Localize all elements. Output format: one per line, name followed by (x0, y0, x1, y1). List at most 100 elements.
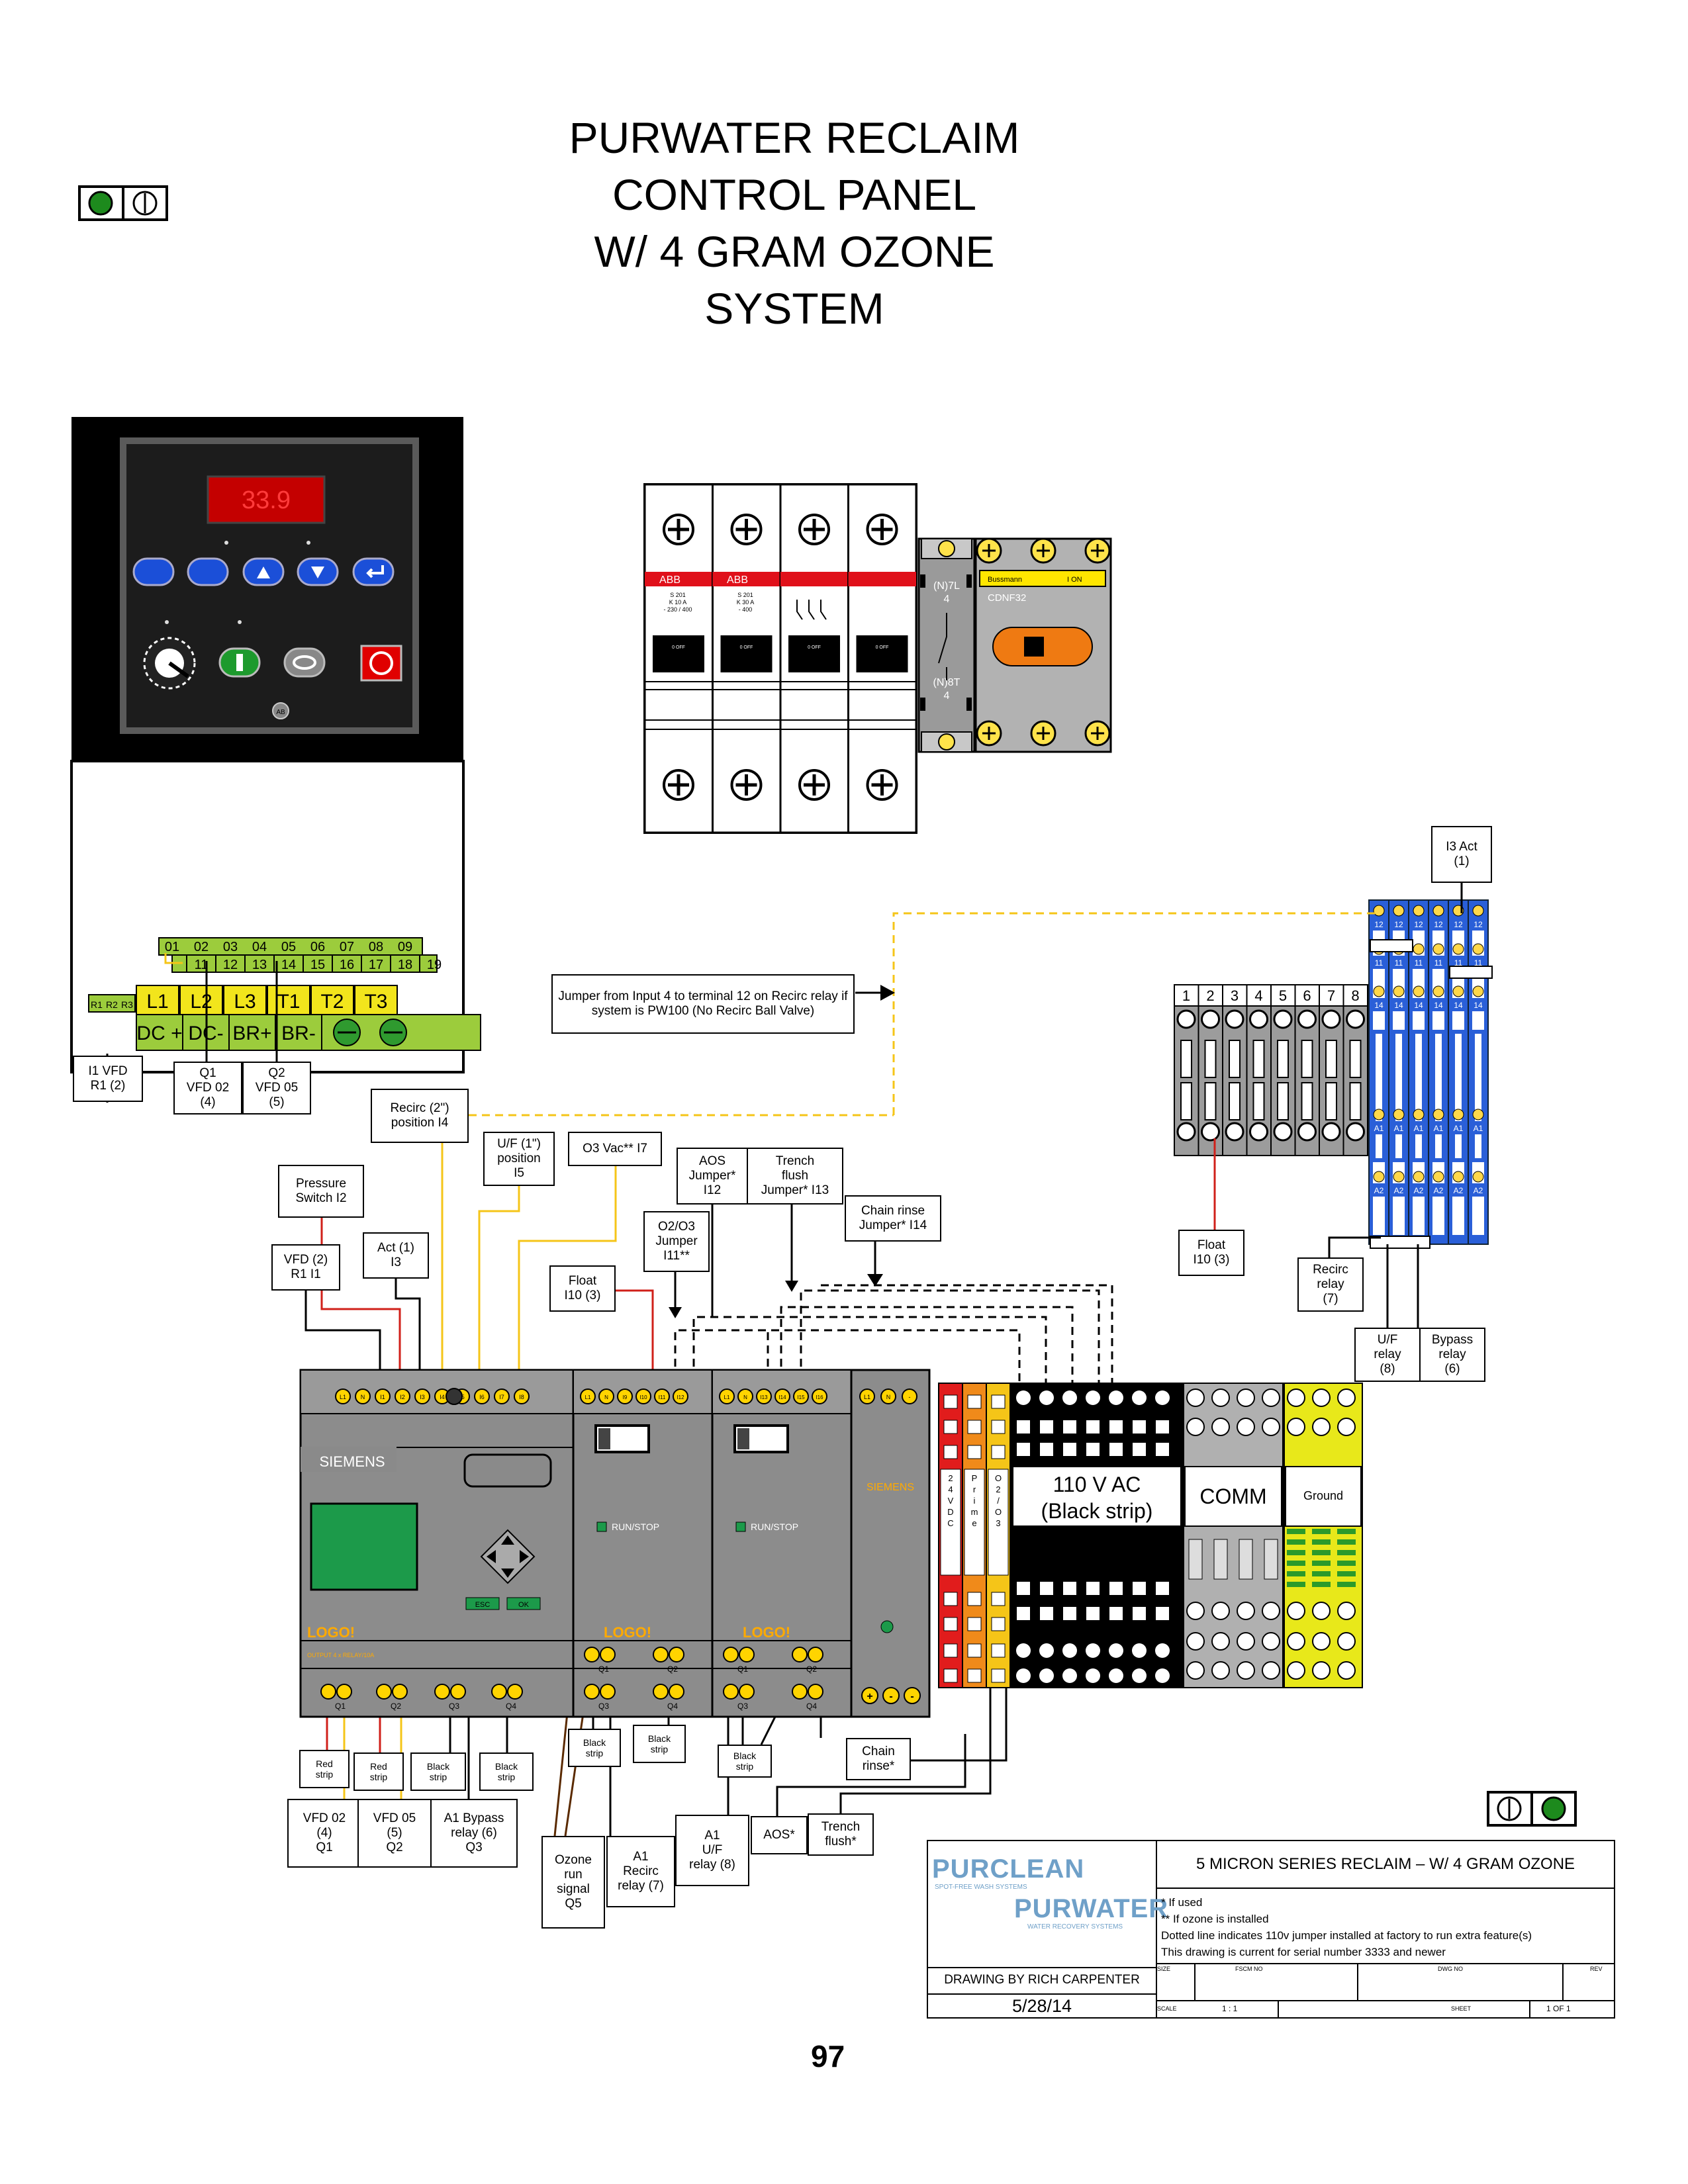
relay-tag-bg (1370, 917, 1387, 931)
plc-exp1-run-stop: RUN/STOP (612, 1522, 659, 1532)
vfd-terminal-04: 04 (252, 940, 267, 954)
screw-terminal-icon (1201, 1122, 1220, 1142)
plc-exp2-input-L1 (719, 1388, 735, 1404)
vfd-terminal-11: 11 (195, 958, 209, 972)
plc-exp1-out-label-Q3: Q3 (598, 1702, 609, 1711)
plc-exp2-module (711, 1369, 853, 1718)
plc-output-terminal (434, 1684, 450, 1700)
relay-screw-icon (1413, 985, 1425, 997)
wire-uf-i5 (478, 1186, 520, 1393)
arrow-down-icon (867, 1274, 883, 1287)
contactor-switch-icon (938, 613, 947, 680)
vfd-key-2[interactable] (187, 557, 229, 586)
aos-i12-label: AOS Jumper* I12 (677, 1148, 748, 1205)
fuse-on-label: I ON (1067, 576, 1082, 584)
relay-tag-bg (1470, 917, 1487, 931)
plc-brand: SIEMENS (319, 1453, 385, 1470)
breaker-rating-2: S 201 (737, 592, 753, 598)
narrow-terminal-char: 2 (948, 1473, 953, 1483)
vfd-terminal-13: 13 (252, 958, 267, 972)
ozone-q5-label: Ozone run signal Q5 (541, 1836, 605, 1929)
narrow-terminal-char: O (995, 1507, 1002, 1517)
plc-exp2-input-I15 (793, 1388, 809, 1404)
plc-input-I8 (514, 1388, 530, 1404)
relay-tag-11: 11 (1395, 958, 1403, 968)
vfd-terminal-row-1 (158, 937, 423, 956)
relay-tag-bg (1430, 956, 1447, 969)
vfd-relay-R3: R3 (121, 999, 133, 1010)
plc-input-label-I4: I4 (440, 1394, 445, 1400)
plc-output-terminal (320, 1684, 336, 1700)
plc-exp2-input-label-I14: I14 (778, 1394, 786, 1400)
relay-screw-icon (1373, 905, 1385, 917)
plc-input-label-I3: I3 (420, 1394, 425, 1400)
relay-tag-11: 11 (1415, 958, 1423, 968)
relay-screw-icon (1432, 905, 1444, 917)
plc-exp2-input-I14 (774, 1388, 790, 1404)
vfd-key-1[interactable] (132, 557, 175, 586)
vfd-dc-label-2: BR+ (232, 1023, 271, 1044)
relay-tag-A2: A2 (1454, 1186, 1464, 1195)
plc-output-terminal (507, 1684, 523, 1700)
plc-exp1-run-led (596, 1522, 607, 1532)
breaker-off-label: 0 OFF (672, 645, 685, 650)
vfd-terminal-06: 06 (310, 940, 325, 954)
up-arrow-icon (257, 567, 270, 578)
drawing-title: PURWATER RECLAIM CONTROL PANEL W/ 4 GRAM… (463, 109, 1125, 337)
switch-symbol-icon (796, 600, 827, 620)
vfd-terminal-18: 18 (398, 958, 412, 972)
vfd-reverse-button[interactable] (283, 647, 326, 678)
stop-icon (369, 651, 393, 675)
psu-output-label-1: - (889, 1691, 892, 1702)
psu-input-label-2: - (909, 1394, 911, 1400)
vfd-relay-terminals (88, 994, 136, 1013)
relay-screw-icon (1373, 985, 1385, 997)
relay-tag-bg (1370, 1183, 1387, 1197)
plc-input-I2 (395, 1388, 410, 1404)
black-strip-label-box (1012, 1466, 1182, 1527)
plc-output-note: OUTPUT 4 x RELAY/10A (307, 1652, 374, 1659)
narrow-terminal-char: m (971, 1507, 978, 1517)
screw-icon (938, 540, 955, 557)
relay-screw-icon (1432, 985, 1444, 997)
relay-tag-bg (1390, 1183, 1407, 1197)
vfd-speed-pot[interactable] (143, 637, 196, 690)
drawing-notes: * If used ** If ozone is installed Dotte… (1161, 1894, 1532, 1960)
note-if-used: * If used (1161, 1896, 1203, 1909)
plc-input-I6 (474, 1388, 490, 1404)
fuse-label-band (979, 570, 1106, 587)
breaker-rating-1: K 10 A (669, 599, 687, 606)
psu-output-label-0: + (867, 1691, 872, 1702)
psu-input-0 (859, 1388, 875, 1404)
plc-input-I3 (414, 1388, 430, 1404)
plc-input-label-I8: I8 (519, 1394, 524, 1400)
relay-tag-bg (1390, 917, 1407, 931)
fuse-brand: Bussmann (988, 576, 1022, 584)
plc-exp2-out-label-Q3: Q3 (737, 1702, 748, 1711)
plc-exp1-out-terminal (653, 1684, 669, 1700)
down-arrow-icon (311, 567, 324, 578)
size-cell: SIZE (1156, 1964, 1196, 2001)
plc-exp1-input-I9 (617, 1388, 633, 1404)
brand-band (848, 572, 916, 586)
plc-input-L1 (335, 1388, 351, 1404)
breaker-off-label: 0 OFF (808, 645, 821, 650)
plc-output-label-Q2: Q2 (391, 1702, 401, 1711)
contactor-bottom-label: (N)8T (933, 677, 961, 688)
vfd2-i1-label: VFD (2) R1 I1 (271, 1244, 340, 1291)
breaker-rating-2: - 400 (739, 606, 753, 613)
relay-tag-A2: A2 (1394, 1186, 1404, 1195)
plc-exp2-input-I16 (812, 1388, 827, 1404)
trench-flush-label: Trench flush* (808, 1813, 874, 1856)
a1-bypass-q3-label: A1 Bypass relay (6) Q3 (430, 1799, 518, 1868)
plc-exp2-out-terminal (808, 1647, 823, 1662)
psu-brand: SIEMENS (867, 1482, 914, 1493)
vfd-terminal-07: 07 (340, 940, 354, 954)
contactor-bottom-label: 4 (944, 690, 950, 702)
purwater-tagline: WATER RECOVERY SYSTEMS (1027, 1923, 1123, 1931)
plc-exp1-out-terminal (653, 1647, 669, 1662)
psu-output-label-2: - (910, 1691, 914, 1702)
relay-base-num-label-1: 1 (1182, 987, 1190, 1004)
breaker-handle (788, 635, 840, 672)
plc-exp2-run-stop: RUN/STOP (751, 1522, 798, 1532)
